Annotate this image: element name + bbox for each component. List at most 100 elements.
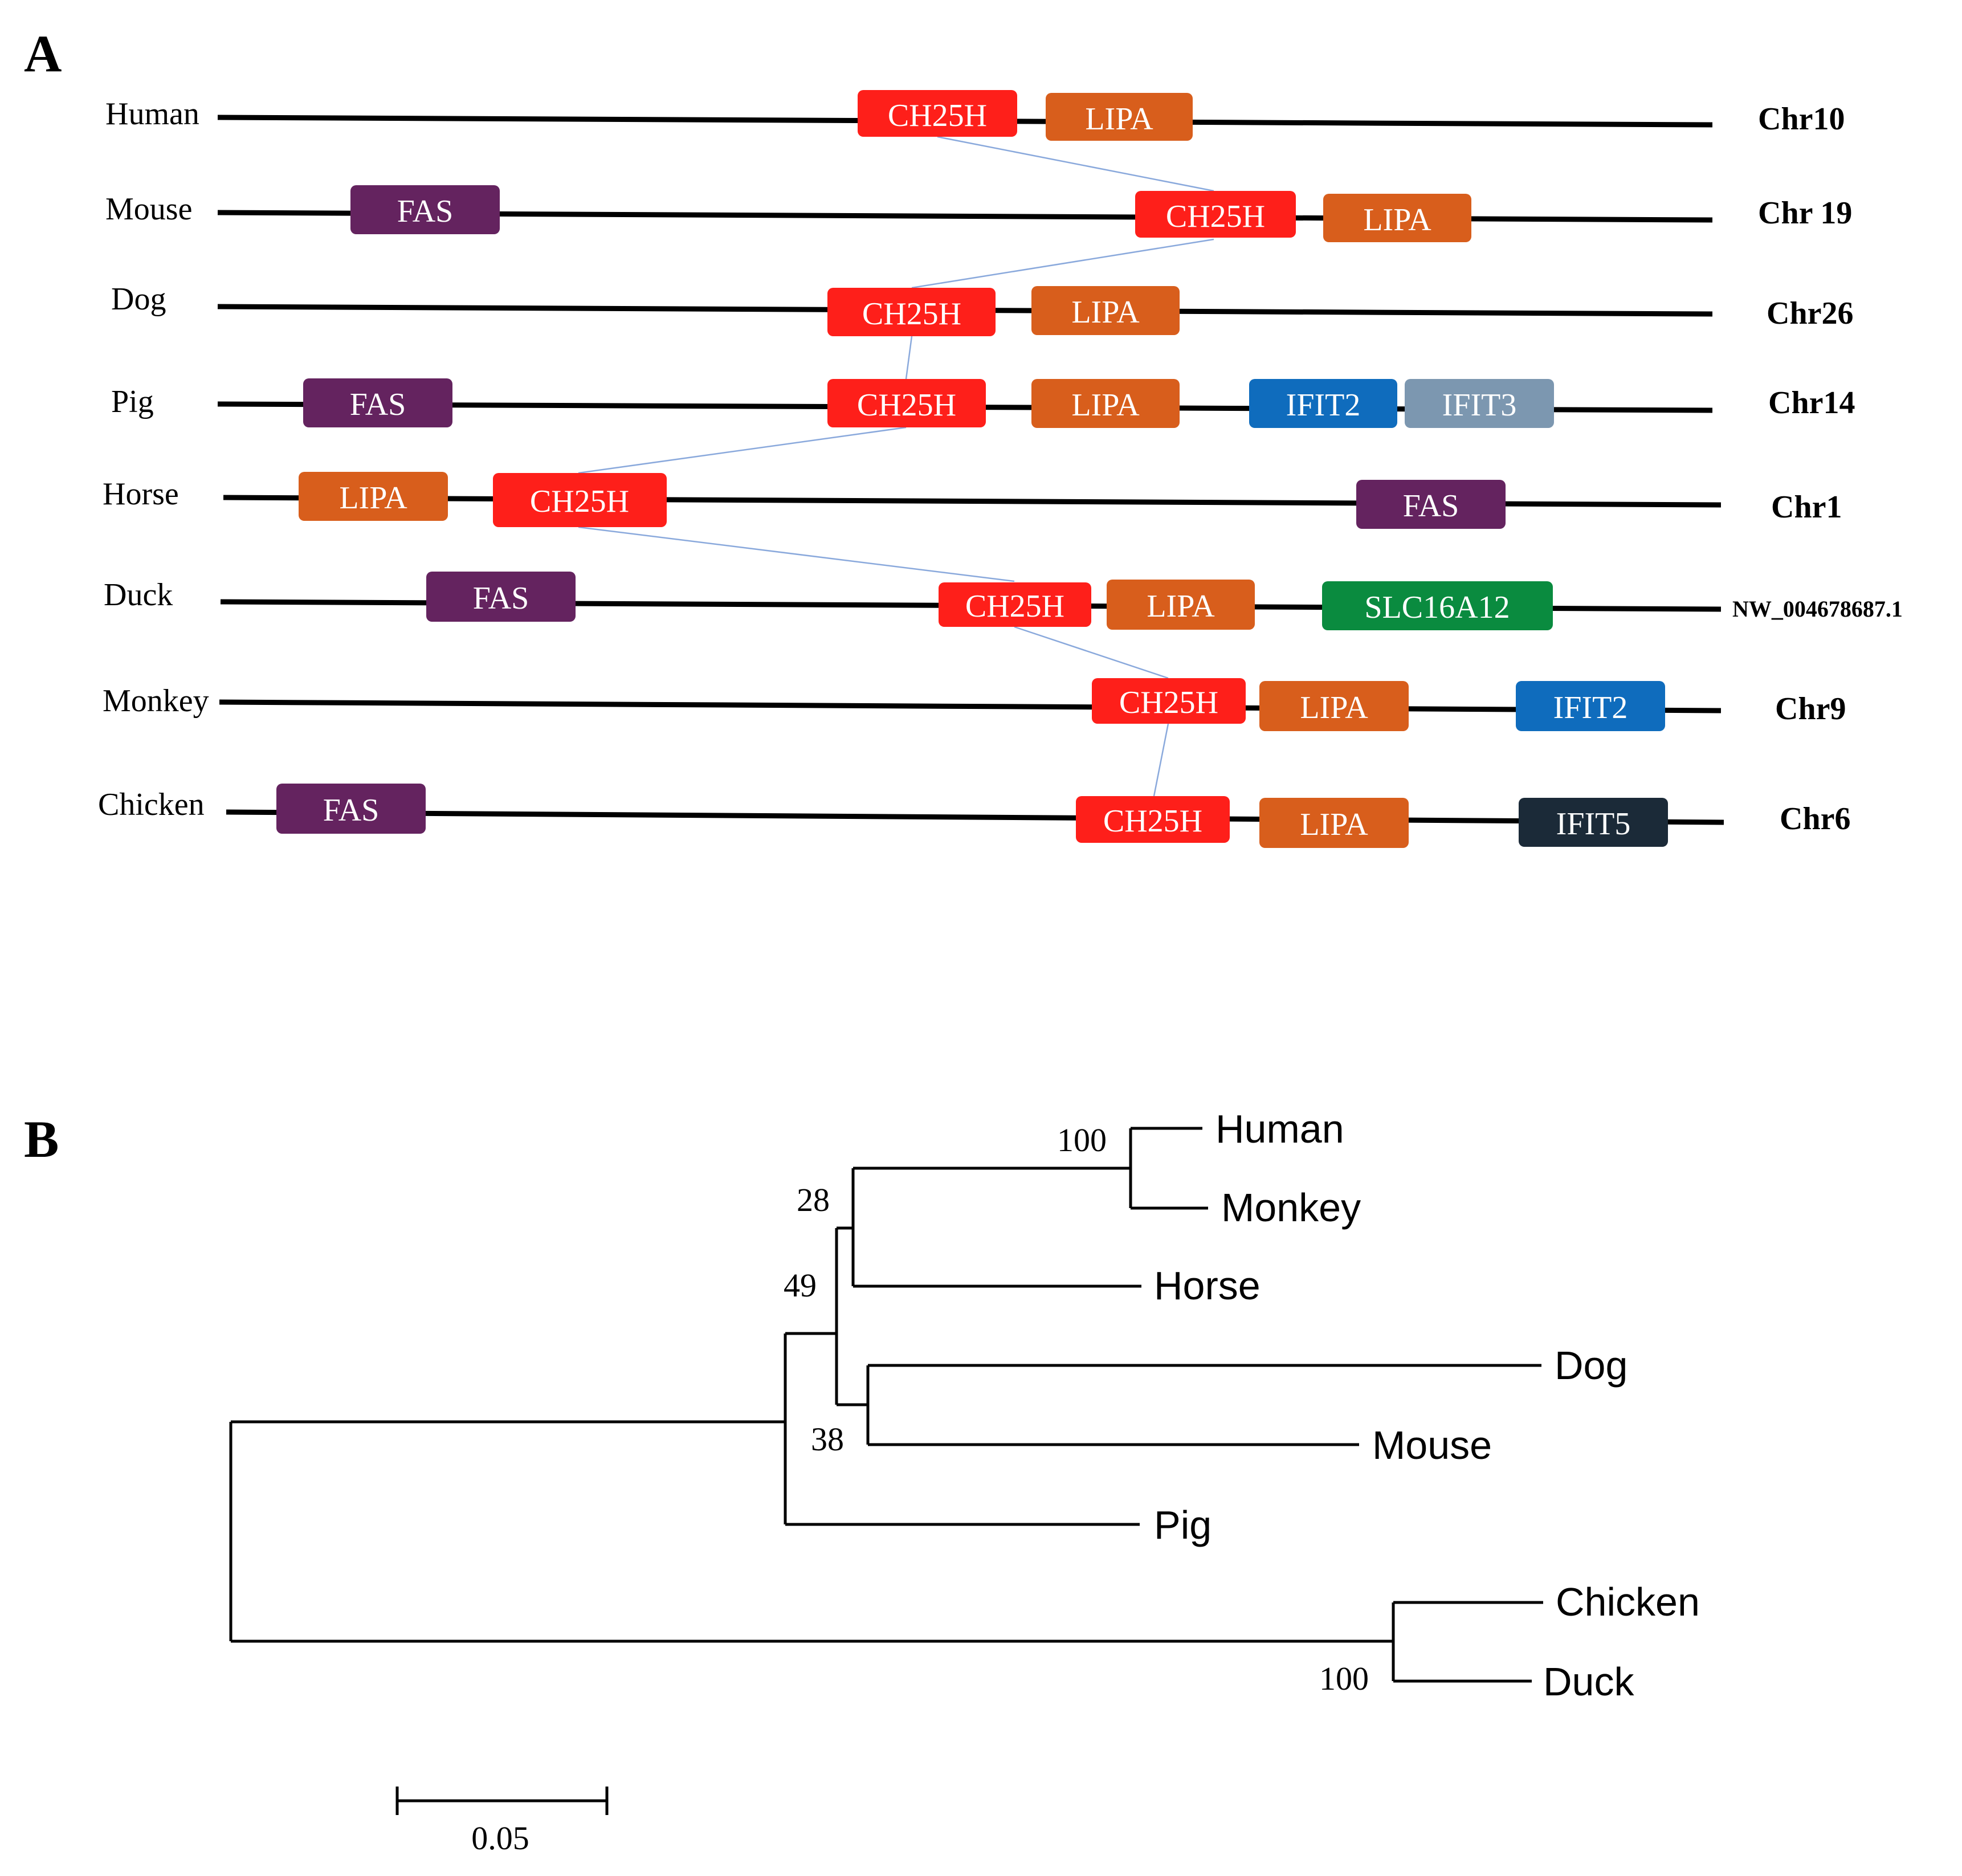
gene-label: LIPA: [1071, 295, 1140, 330]
gene-box: [1135, 191, 1296, 238]
track-horse: Horse LIPA CH25H FAS Chr1: [103, 472, 1842, 529]
gene-box: [1519, 798, 1668, 847]
gene-label: LIPA: [1085, 101, 1153, 137]
gene-ch25h: CH25H: [827, 379, 986, 427]
chromosome-label: Chr10: [1758, 101, 1845, 137]
chromosome-label: Chr1: [1771, 490, 1842, 525]
gene-label: CH25H: [530, 484, 629, 519]
gene-ch25h: CH25H: [1076, 796, 1230, 843]
leaf-monkey: Monkey: [1221, 1185, 1361, 1230]
gene-label: CH25H: [1119, 685, 1218, 720]
gene-ch25h: CH25H: [493, 473, 667, 527]
chromosome-label: Chr26: [1767, 296, 1853, 331]
link-pig-horse: [578, 426, 907, 474]
gene-box: [827, 379, 986, 427]
ch25h-links: [578, 136, 1214, 797]
leaf-dog: Dog: [1555, 1343, 1627, 1388]
gene-label: LIPA: [1147, 589, 1215, 624]
gene-label: LIPA: [1300, 807, 1368, 842]
gene-box: [1259, 681, 1409, 731]
gene-box: [1031, 286, 1180, 335]
link-dog-pig: [905, 336, 913, 380]
species-label: Human: [105, 96, 199, 132]
gene-ch25h: CH25H: [827, 288, 996, 336]
gene-lipa: LIPA: [1259, 798, 1409, 848]
gene-label: CH25H: [862, 296, 961, 332]
species-label: Dog: [111, 282, 166, 317]
track-pig: Pig FAS CH25H LIPA IFIT2 IFIT3 Chr14: [111, 378, 1855, 428]
gene-box: [1356, 480, 1506, 529]
track-chicken: Chicken FAS CH25H LIPA IFIT5 Chr6: [98, 784, 1850, 848]
gene-box: [1031, 379, 1180, 428]
gene-label: FAS: [397, 194, 454, 229]
gene-slc16a12: SLC16A12: [1322, 581, 1553, 630]
scale-bar-label: 0.05: [471, 1820, 529, 1857]
gene-box: [1249, 379, 1397, 428]
gene-box: [1405, 379, 1554, 428]
panel-b-letter: B: [24, 1110, 59, 1168]
scale-bar: 0.05: [395, 1787, 609, 1857]
track-human: Human CH25H LIPA Chr10: [105, 90, 1845, 141]
link-human-mouse: [937, 136, 1214, 192]
gene-label: LIPA: [1071, 388, 1140, 423]
bootstrap-dog-mouse: 38: [811, 1421, 844, 1458]
gene-ch25h: CH25H: [1092, 678, 1246, 724]
gene-ifit2: IFIT2: [1249, 379, 1397, 428]
gene-box: [276, 784, 426, 834]
gene-label: CH25H: [1103, 804, 1202, 839]
gene-label: LIPA: [1300, 690, 1368, 725]
gene-label: FAS: [350, 387, 406, 422]
gene-box: [350, 185, 500, 234]
bootstrap-human-monkey: 100: [1057, 1121, 1107, 1159]
leaf-pig: Pig: [1154, 1503, 1212, 1547]
gene-label: FAS: [1403, 488, 1459, 524]
gene-box: [303, 378, 452, 427]
gene-lipa: LIPA: [1046, 93, 1193, 141]
track-monkey: Monkey CH25H LIPA IFIT2 Chr9: [103, 678, 1846, 731]
link-horse-duck: [578, 526, 1015, 582]
gene-box: [299, 472, 448, 521]
gene-box: [426, 572, 576, 622]
gene-fas: FAS: [303, 378, 452, 427]
leaf-chicken: Chicken: [1556, 1580, 1700, 1624]
gene-lipa: LIPA: [1031, 286, 1180, 335]
bootstrap-chicken-duck: 100: [1319, 1660, 1369, 1697]
gene-label: IFIT3: [1442, 388, 1517, 423]
chromosome-label: Chr9: [1775, 691, 1846, 727]
leaf-mouse: Mouse: [1372, 1423, 1492, 1467]
panel-a-letter: A: [24, 25, 62, 83]
species-label: Mouse: [105, 191, 192, 227]
track-dog: Dog CH25H LIPA Chr26: [111, 282, 1853, 336]
gene-lipa: LIPA: [1107, 580, 1255, 630]
gene-ch25h: CH25H: [939, 582, 1091, 627]
track-mouse: Mouse FAS CH25H LIPA Chr 19: [105, 185, 1852, 242]
species-label: Monkey: [103, 683, 209, 719]
chromosome-line: [219, 699, 1722, 713]
gene-ifit3: IFIT3: [1405, 379, 1554, 428]
leaf-human: Human: [1215, 1107, 1344, 1151]
gene-box: [493, 473, 667, 527]
gene-label: LIPA: [339, 480, 407, 516]
bootstrap-primate-horse: 28: [797, 1181, 830, 1218]
chromosome-label: Chr14: [1768, 385, 1855, 421]
track-duck: Duck FAS CH25H LIPA SLC16A12 NW_00467868…: [104, 572, 1903, 630]
gene-lipa: LIPA: [299, 472, 448, 521]
scale-bar-line: [395, 1787, 609, 1815]
gene-box: [1046, 93, 1193, 141]
gene-label: SLC16A12: [1364, 590, 1510, 625]
gene-box: [1107, 580, 1255, 630]
gene-ch25h: CH25H: [1135, 191, 1296, 238]
gene-fas: FAS: [426, 572, 576, 622]
gene-box: [1259, 798, 1409, 848]
link-monkey-chicken: [1153, 723, 1169, 797]
species-label: Pig: [111, 384, 154, 419]
gene-box: [1516, 681, 1665, 731]
gene-box: [939, 582, 1091, 627]
gene-box: [827, 288, 996, 336]
gene-label: CH25H: [965, 589, 1064, 624]
chromosome-label: Chr6: [1780, 801, 1850, 837]
link-mouse-dog: [911, 238, 1214, 289]
gene-lipa: LIPA: [1323, 194, 1471, 242]
gene-box: [1323, 194, 1471, 242]
leaf-horse: Horse: [1154, 1263, 1261, 1308]
